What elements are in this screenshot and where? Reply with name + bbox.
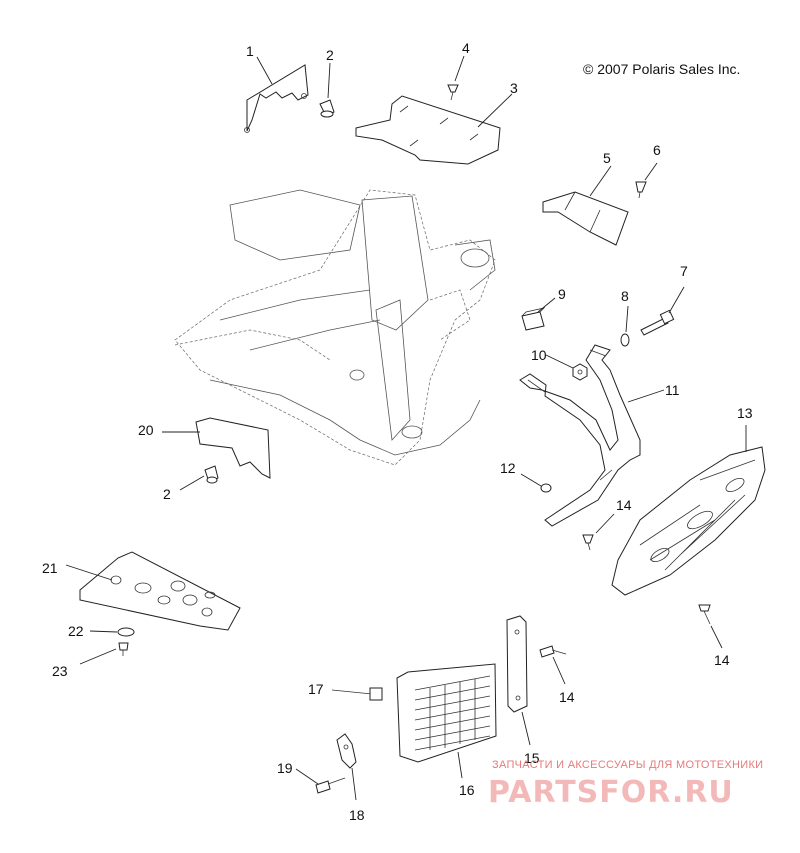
part-4-screw: [447, 84, 459, 101]
watermark: ЗАПЧАСТИ И АКСЕССУАРЫ ДЛЯ МОТОТЕХНИКИ PA…: [488, 759, 763, 810]
callout-2-top: 2: [326, 47, 334, 63]
part-8-washer: [620, 333, 630, 347]
callout-5: 5: [603, 150, 611, 166]
part-5-bracket: [542, 191, 629, 246]
callout-20: 20: [138, 422, 154, 438]
watermark-brand: PARTSFOR.RU: [488, 775, 734, 810]
part-20-plate: [195, 417, 271, 479]
part-13-skid-guard: [611, 446, 766, 596]
callout-10: 9: [558, 286, 566, 302]
part-2-rivet-top: [319, 99, 335, 118]
callout-12: 12: [500, 460, 516, 476]
watermark-tagline: ЗАПЧАСТИ И АКСЕССУАРЫ ДЛЯ МОТОТЕХНИКИ: [492, 759, 763, 771]
part-1-bracket: [244, 64, 309, 133]
callout-22: 22: [68, 623, 84, 639]
part-21-skid-plate: [79, 551, 241, 631]
callout-7: 7: [680, 263, 688, 279]
callout-2-lower: 2: [163, 486, 171, 502]
callout-13: 13: [737, 405, 753, 421]
part-9-nut: [572, 363, 588, 381]
vehicle-frame-outline: [174, 189, 496, 466]
callout-1: 1: [246, 43, 254, 59]
part-7-bolt: [640, 309, 675, 336]
copyright-text: © 2007 Polaris Sales Inc.: [583, 61, 740, 77]
part-23-bolt: [118, 642, 129, 656]
callout-6: 6: [653, 142, 661, 158]
part-14-rivet-right: [698, 604, 711, 625]
callout-4: 4: [462, 40, 470, 56]
callout-14-right: 14: [714, 652, 730, 668]
part-15-fastener: [582, 534, 594, 551]
part-10-block: [521, 307, 546, 331]
part-2-rivet-lower: [204, 465, 219, 484]
callout-19: 17: [308, 681, 324, 697]
part-22-washer: [117, 627, 135, 637]
callout-21: 21: [42, 560, 58, 576]
part-14-bolt-middle: [539, 645, 567, 658]
part-12-washer: [540, 483, 552, 493]
callout-23: 23: [52, 663, 68, 679]
callout-15: 14: [616, 497, 632, 513]
callout-14-left: 19: [277, 760, 293, 776]
part-3-floor-panel: [355, 95, 501, 165]
part-6-fastener: [635, 181, 647, 199]
part-16-side-panel: [506, 615, 528, 713]
callout-3: 3: [510, 80, 518, 96]
part-18-bracket: [336, 733, 357, 769]
callout-18: 18: [349, 807, 365, 823]
callout-8: 8: [621, 288, 629, 304]
callout-17: 16: [459, 782, 475, 798]
part-19-bolt: [331, 687, 383, 701]
callout-11: 11: [665, 382, 680, 398]
callout-16: 15: [524, 750, 540, 766]
callout-9: 10: [531, 347, 547, 363]
part-11-bumper: [519, 344, 641, 527]
callout-14-middle: 14: [559, 689, 575, 705]
part-17-grille: [396, 663, 497, 763]
part-14-bolt-left: [315, 777, 346, 794]
